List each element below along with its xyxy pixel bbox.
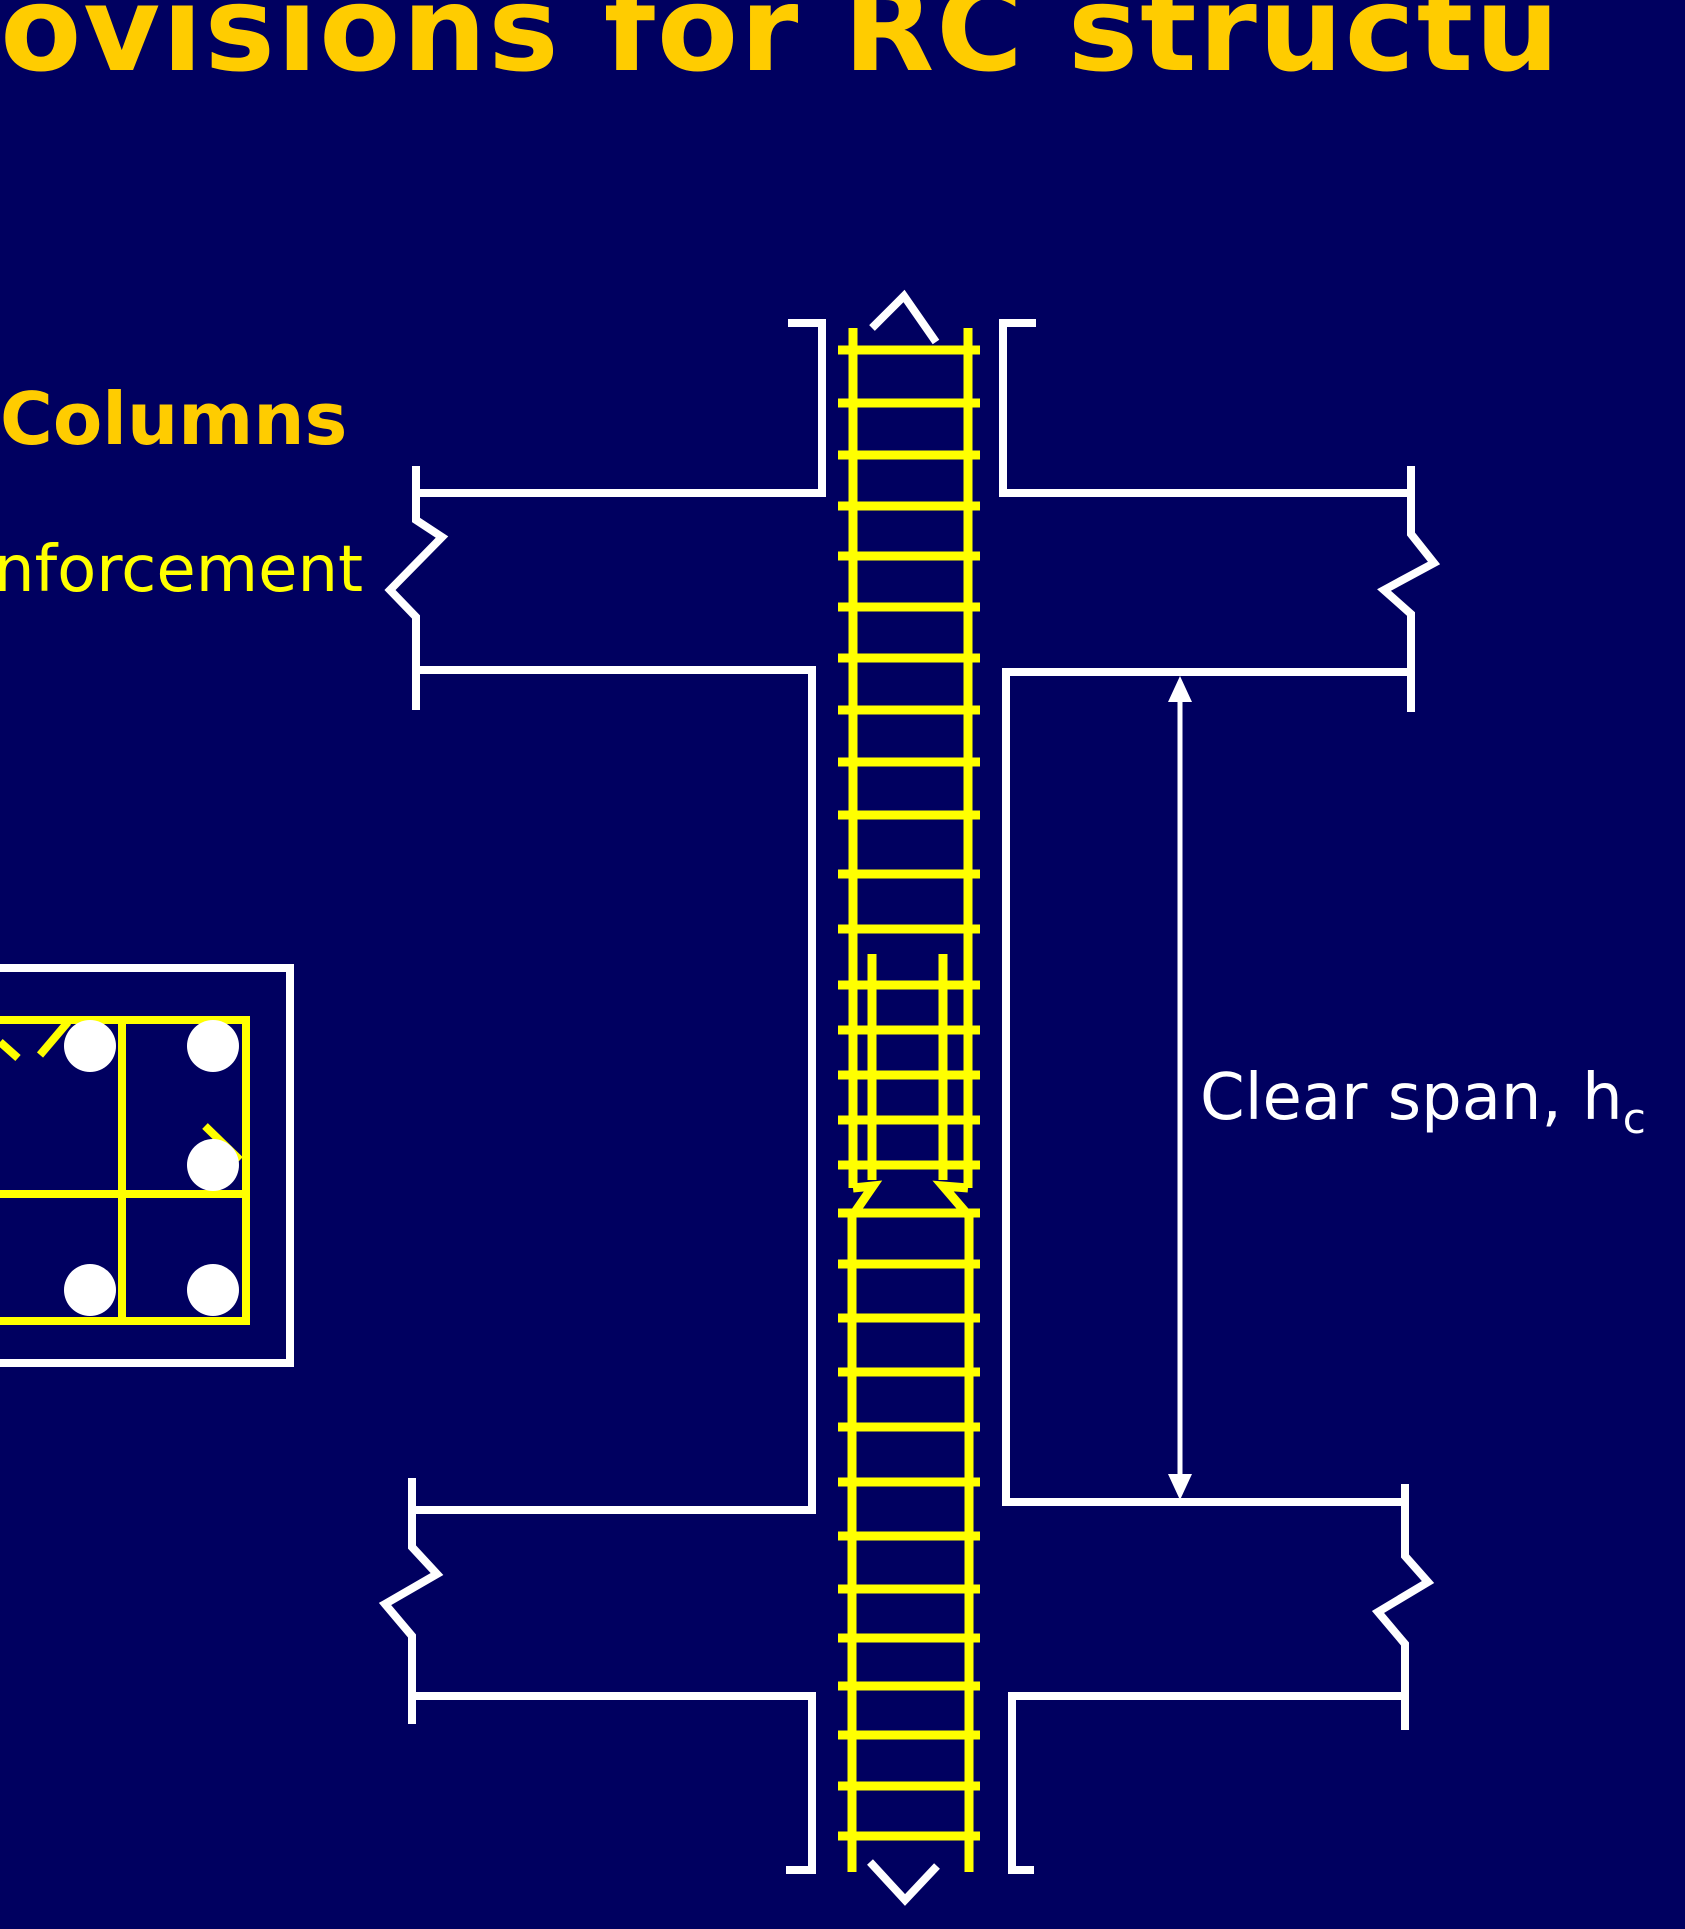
arrowhead-up	[1168, 676, 1192, 702]
cross-section-outline	[0, 964, 294, 1367]
cross-section-ties	[0, 1016, 250, 1325]
reinforcement-cage	[838, 328, 980, 1872]
cross-section-rebars	[64, 1020, 239, 1316]
clear-span-label-text: Clear span, h	[1200, 1061, 1623, 1135]
column-ties	[838, 345, 980, 1841]
bullet-text: nforcement	[0, 533, 364, 607]
arrowhead-down	[1168, 1474, 1192, 1500]
slide-subtitle: Columns	[0, 377, 348, 461]
clear-span-subscript: c	[1622, 1094, 1646, 1143]
concrete-outline	[378, 289, 1441, 1906]
column-cross-section	[0, 964, 294, 1367]
clear-span-dimension	[1168, 676, 1192, 1500]
slide-title: rovisions for RC structu	[0, 0, 1562, 98]
clear-span-label: Clear span, hc	[1200, 1066, 1646, 1140]
